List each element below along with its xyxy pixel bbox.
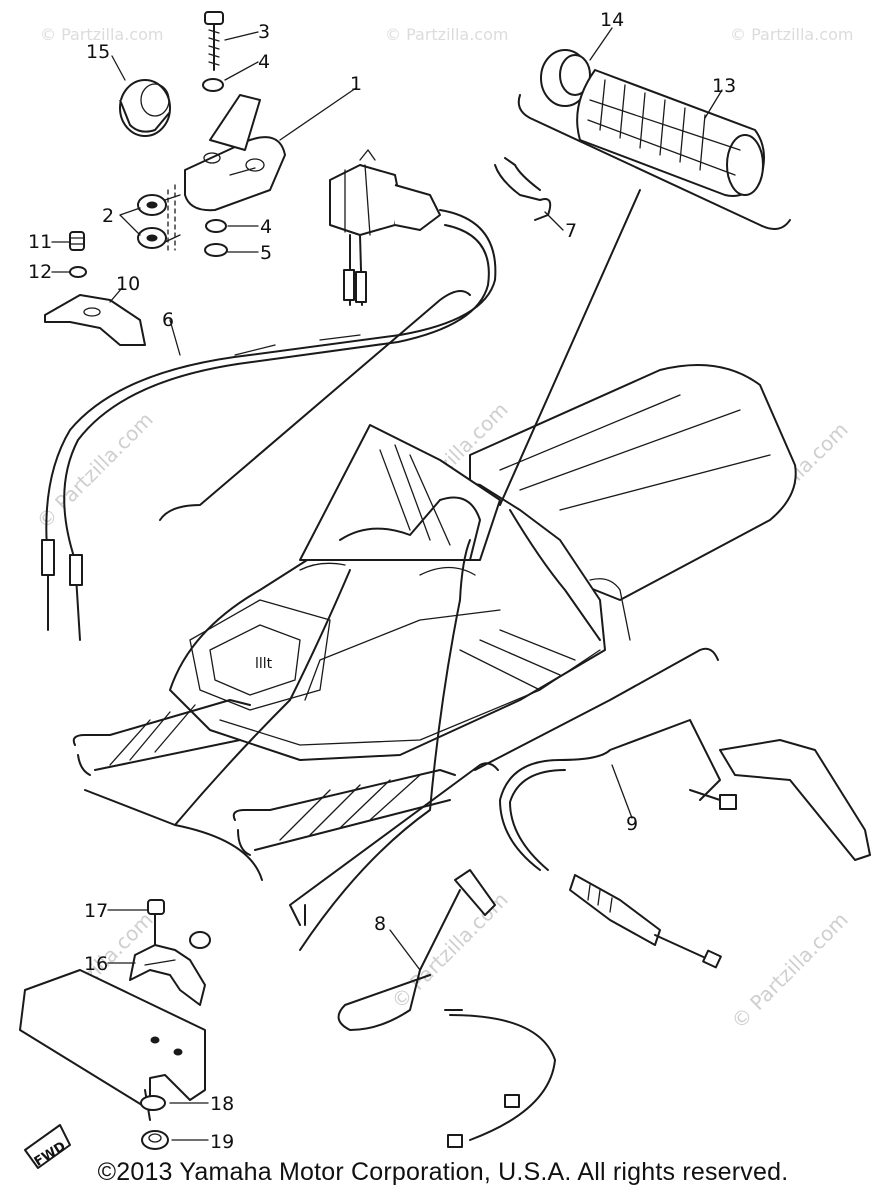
callout-18: 18 — [210, 1093, 234, 1115]
part-5-washer — [204, 243, 228, 257]
callout-14: 14 — [600, 9, 624, 31]
watermark-text: © Partzilla.com — [40, 25, 163, 44]
watermark-text: © Partzilla.com — [727, 907, 853, 1033]
cable-terminal — [569, 874, 722, 969]
callout-9: 9 — [626, 813, 638, 835]
callout-6: 6 — [162, 309, 174, 331]
callout-2: 2 — [102, 205, 114, 227]
svg-text:lllt: lllt — [255, 656, 273, 672]
part-9-brake-cable — [499, 719, 737, 871]
part-3-bolt — [204, 11, 224, 71]
leader-lines — [174, 189, 641, 951]
callout-5: 5 — [260, 242, 272, 264]
part-2-dampers — [137, 184, 181, 251]
callout-leaders — [51, 27, 723, 1141]
part-8-choke-cable — [337, 869, 556, 1148]
mount-bracket — [19, 969, 206, 1121]
part-10-clamp — [44, 294, 146, 346]
callout-17: 17 — [84, 900, 108, 922]
callout-1: 1 — [350, 73, 362, 95]
callout-15: 15 — [86, 41, 110, 63]
part-16-clamp — [129, 931, 211, 1006]
part-17-bolt — [147, 899, 165, 946]
part-4-nut-upper — [202, 78, 224, 92]
part-6-throttle-cable — [41, 209, 497, 641]
callout-7: 7 — [565, 220, 577, 242]
brake-lever — [719, 739, 871, 861]
part-14-ring — [540, 49, 591, 107]
watermark-text: © Partzilla.com — [730, 25, 853, 44]
callout-8: 8 — [374, 913, 386, 935]
watermark-text: © Partzilla.com — [32, 407, 158, 533]
part-15-collar — [119, 79, 171, 137]
part-7-clip — [494, 157, 552, 221]
callout-13: 13 — [712, 75, 736, 97]
part-4-nut-lower — [205, 219, 227, 233]
part-1-throttle-bracket — [184, 94, 286, 212]
callout-4-lower: 4 — [260, 216, 272, 238]
part-19-nut — [141, 1130, 169, 1150]
callout-3: 3 — [258, 21, 270, 43]
callout-4-upper: 4 — [258, 51, 270, 73]
callout-11: 11 — [28, 231, 52, 253]
part-13-grip — [576, 69, 765, 197]
part-11-bolt — [69, 231, 85, 251]
snowmobile-illustration: lllt — [72, 364, 797, 856]
fwd-arrow: FWD — [24, 1124, 71, 1170]
part-18-washer — [140, 1095, 166, 1111]
callout-12: 12 — [28, 261, 52, 283]
callout-16: 16 — [84, 953, 108, 975]
part-12-washer — [69, 266, 87, 278]
callout-19: 19 — [210, 1131, 234, 1153]
callout-10: 10 — [116, 273, 140, 295]
throttle-switch-housing — [329, 149, 441, 306]
watermark-text: © Partzilla.com — [385, 25, 508, 44]
copyright-notice: ©2013 Yamaha Motor Corporation, U.S.A. A… — [97, 1158, 789, 1186]
section-separators — [84, 94, 791, 926]
callout-numbers: 1 2 3 4 4 5 6 7 8 9 10 11 12 13 14 15 16… — [28, 9, 736, 1153]
